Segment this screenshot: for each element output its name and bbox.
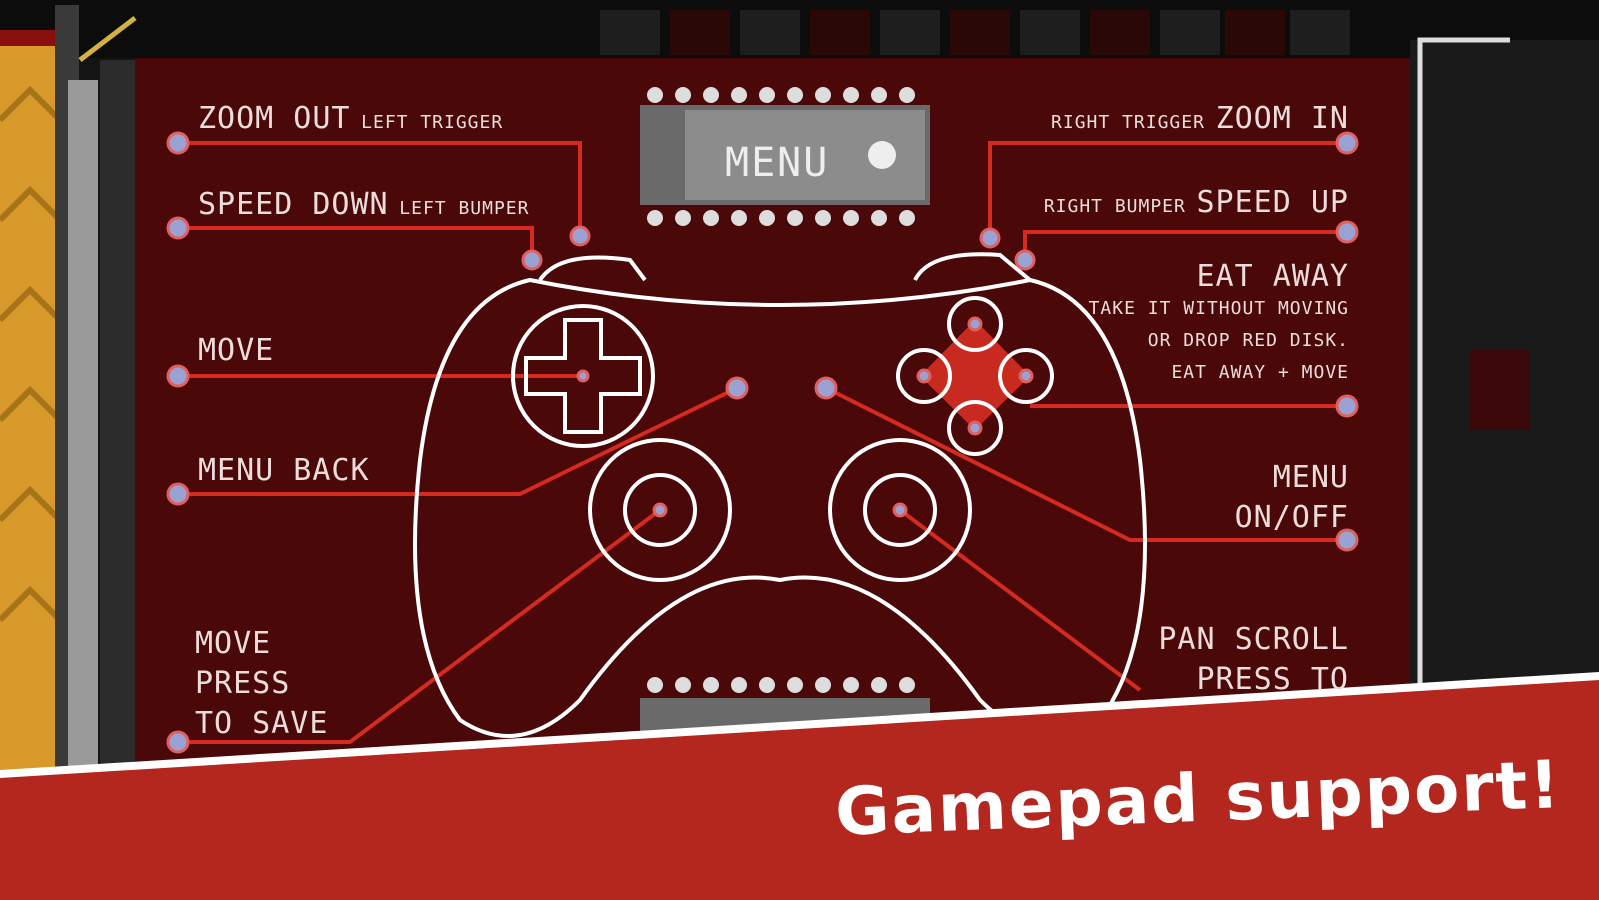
gamepad-outline [413,252,1147,738]
label-speed-down: Speed down Left bumper [198,187,530,222]
label-pan-scroll: Pan scrollpress to [1158,622,1349,697]
traces [178,141,1347,744]
label-speed-up: Right bumper Speed up [1043,185,1349,220]
label-move-save: MovePressto save [195,626,329,741]
left-panel [0,40,60,820]
label-eat-away: Eat away Take it without moving or drop … [1088,259,1349,383]
chip-label: MENU [725,140,830,186]
label-menu-back: Menu back [198,453,370,488]
label-zoom-in: Right trigger Zoom in [1051,101,1349,136]
label-zoom-out: Zoom out Left trigger [198,101,504,136]
label-menu-toggle: Menuon/off [1234,460,1349,535]
banner [0,680,1599,900]
label-move: Move [198,333,275,368]
